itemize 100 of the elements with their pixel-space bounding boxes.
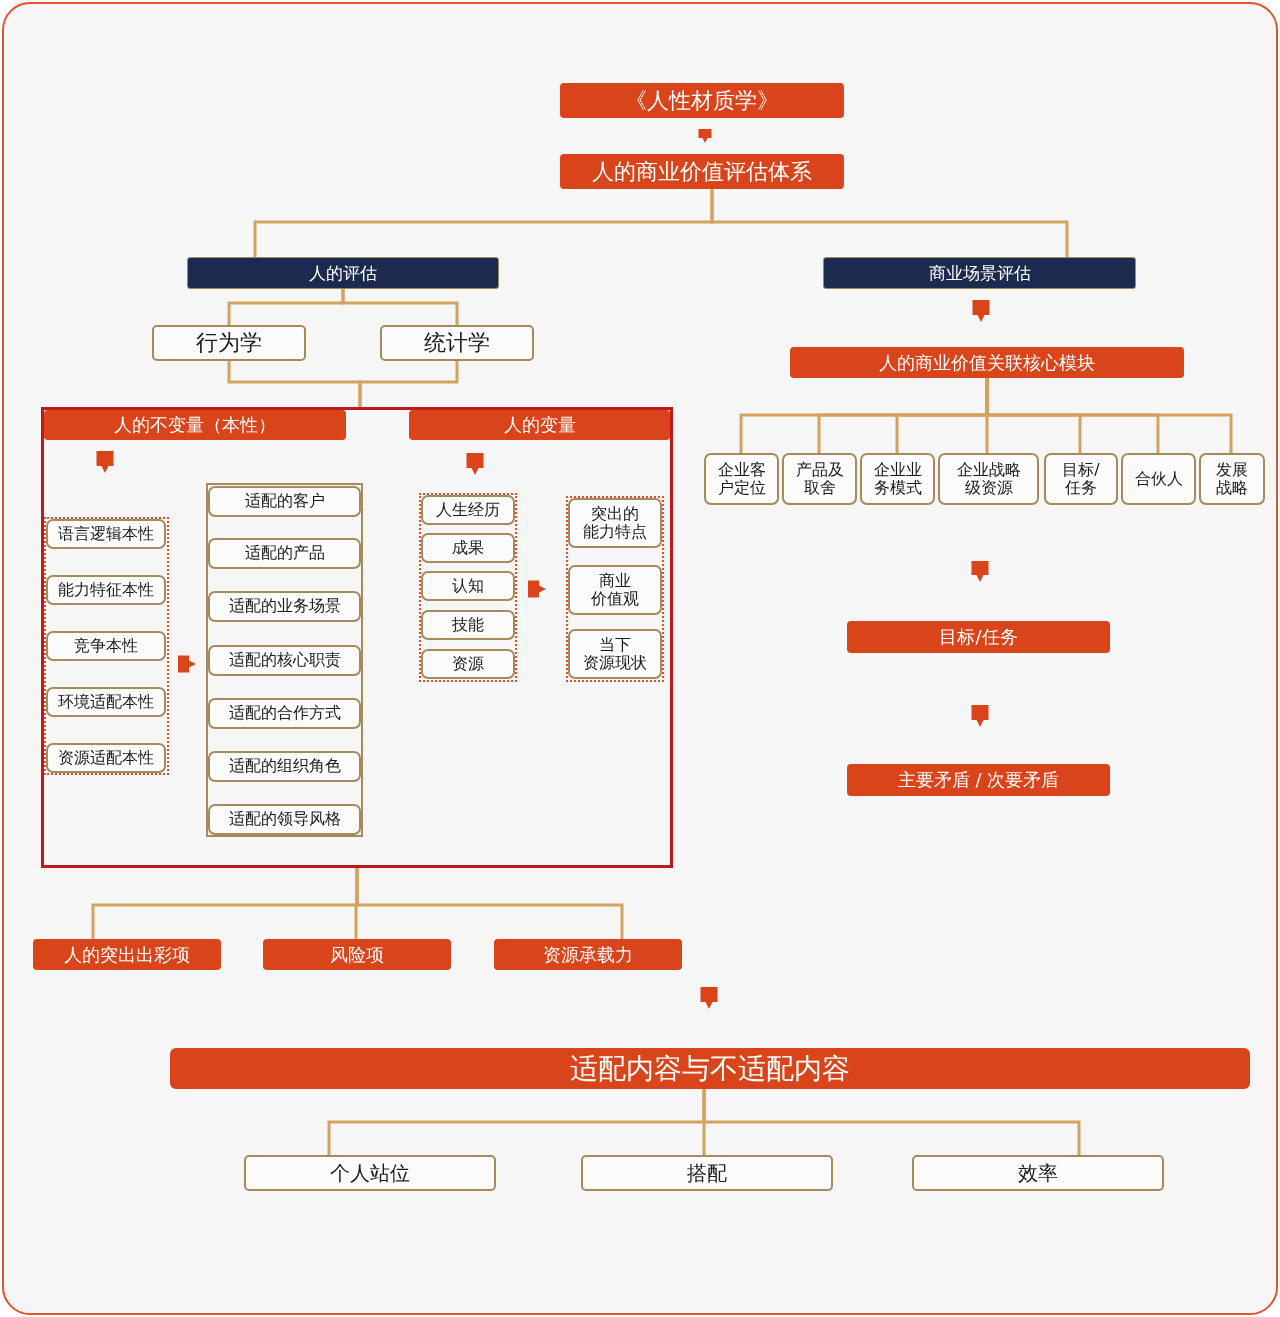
item-box: [208, 538, 361, 569]
node-text: 适配内容与不适配内容: [570, 1050, 850, 1087]
node-text: 适配的领导风格: [228, 810, 341, 829]
dotted-group-frame: [566, 496, 664, 682]
item-box: [568, 629, 662, 679]
connector-line: [355, 868, 624, 939]
process-box: [847, 764, 1110, 796]
connector-line: [710, 189, 1069, 257]
item-box: [421, 495, 515, 525]
item-box: [1199, 453, 1265, 505]
node-text: 企业业务模式: [873, 460, 922, 498]
chevron-arrow: [971, 561, 989, 582]
process-box: [560, 154, 844, 189]
item-box: [421, 533, 515, 563]
item-box: [421, 571, 515, 601]
node-text: 竞争本性: [74, 636, 138, 656]
chevron-arrow: [96, 451, 114, 473]
node-text: 商业价值观: [591, 571, 639, 609]
connector-line: [341, 289, 459, 325]
item-box: [208, 698, 361, 729]
connector-line: [985, 378, 1233, 453]
process-box: [847, 621, 1110, 653]
process-box: [560, 83, 844, 118]
node-text: 适配的核心职责: [228, 651, 341, 670]
node-text: 商业场景评估: [928, 261, 1031, 285]
item-box: [568, 498, 662, 548]
item-box: [208, 645, 361, 676]
node-text: 行为学: [196, 329, 262, 357]
node-text: 风险项: [330, 942, 384, 967]
node-text: 环境适配本性: [58, 692, 154, 712]
node-text: 适配的客户: [244, 492, 325, 511]
node-text: 适配的组织角色: [228, 757, 341, 776]
item-box: [208, 591, 361, 622]
connector-line: [358, 361, 459, 407]
group-frame: [41, 407, 673, 868]
node-text: 目标/任务: [939, 625, 1018, 649]
category-box: [823, 257, 1136, 289]
item-box: [46, 743, 166, 773]
node-text: 效率: [1018, 1159, 1058, 1187]
node-text: 适配的业务场景: [228, 597, 341, 616]
node-text: 资源承载力: [543, 942, 633, 967]
node-text: 个人站位: [330, 1159, 410, 1187]
chevron-arrow: [178, 655, 196, 673]
item-box: [421, 649, 515, 679]
item-box: [1121, 453, 1196, 505]
node-text: 搭配: [687, 1159, 727, 1187]
item-box: [46, 687, 166, 717]
item-box: [46, 519, 166, 549]
node-text: 企业战略级资源: [956, 460, 1021, 498]
process-box: [44, 410, 346, 440]
process-box: [170, 1048, 1250, 1089]
process-box: [263, 939, 451, 970]
chevron-arrow: [466, 453, 484, 475]
item-box: [46, 575, 166, 605]
node-text: 适配的产品: [244, 544, 325, 563]
node-text: 技能: [452, 615, 484, 635]
category-box: [187, 257, 499, 289]
node-text: 合伙人: [1134, 469, 1183, 489]
node-text: 人的评估: [309, 261, 377, 285]
node-text: 适配的合作方式: [228, 704, 341, 723]
item-box: [938, 453, 1039, 505]
node-text: 目标/任务: [1062, 460, 1100, 498]
item-box: [208, 486, 361, 517]
node-text: 能力特征本性: [58, 580, 154, 600]
item-box: [860, 453, 935, 505]
node-text: 人的商业价值关联核心模块: [879, 350, 1095, 375]
item-box: [1044, 453, 1118, 505]
item-box: [380, 325, 534, 361]
item-box: [208, 804, 361, 835]
item-box: [912, 1155, 1164, 1191]
node-text: 突出的能力特点: [583, 504, 647, 542]
node-text: 人的变量: [503, 413, 576, 437]
node-text: 当下资源现状: [583, 635, 647, 673]
process-box: [790, 347, 1184, 378]
item-box: [46, 631, 166, 661]
node-text: 统计学: [424, 329, 490, 357]
chevron-arrow: [700, 987, 718, 1009]
dotted-group-frame: [419, 493, 517, 682]
dotted-group-frame: [44, 517, 169, 775]
process-box: [409, 410, 670, 440]
item-box: [152, 325, 306, 361]
chevron-arrow: [971, 705, 989, 727]
node-text: 资源: [452, 654, 484, 674]
node-text: 语言逻辑本性: [58, 524, 154, 544]
item-box: [782, 453, 857, 505]
node-text: 人生经历: [436, 500, 500, 520]
node-text: 主要矛盾 / 次要矛盾: [897, 768, 1060, 792]
node-text: 认知: [452, 576, 484, 596]
column-frame: [206, 483, 363, 837]
node-text: 《人性材质学》: [625, 86, 779, 115]
connector-line: [702, 1089, 1081, 1155]
node-text: 成果: [452, 538, 484, 558]
item-box: [244, 1155, 496, 1191]
process-box: [33, 939, 221, 970]
item-box: [208, 751, 361, 782]
node-text: 人的不变量（本性）: [114, 413, 276, 437]
node-text: 企业客户定位: [717, 460, 766, 498]
node-text: 资源适配本性: [58, 748, 154, 768]
node-text: 人的突出出彩项: [64, 942, 190, 967]
process-box: [494, 939, 682, 970]
